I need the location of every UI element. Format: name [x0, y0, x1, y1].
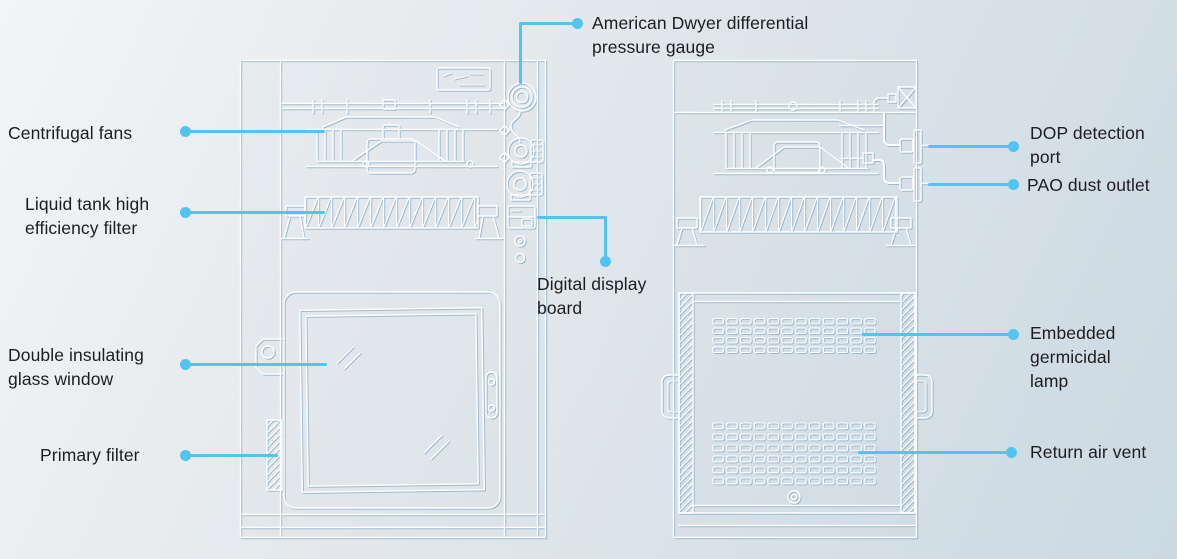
- fan-motor-1: [507, 137, 544, 168]
- callout-dot: [180, 206, 191, 218]
- right-machine-drawing: [661, 59, 933, 539]
- label-dop-detection-port: DOP detection port: [1030, 123, 1145, 167]
- pressure-gauge-drawing: [507, 82, 537, 112]
- instrument-column: [498, 82, 544, 264]
- fan-motor-2: [506, 170, 543, 201]
- label-double-glass-window: Double insulating glass window: [8, 345, 144, 389]
- left-machine-drawing: [239, 59, 547, 539]
- callout-dot: [180, 449, 191, 461]
- display-board-drawing: [507, 205, 536, 229]
- rear-hepa-filter: [671, 196, 917, 247]
- rear-fan-assembly: [713, 100, 879, 175]
- dop-port-drawing: [899, 129, 929, 164]
- rear-access-panel: [661, 292, 933, 514]
- glass-window-door: [255, 291, 501, 509]
- label-pressure-gauge: American Dwyer differential pressure gau…: [592, 13, 809, 57]
- germicidal-lamp-grille: [712, 317, 878, 355]
- callout-dot: [600, 256, 611, 267]
- callout-dot: [180, 358, 191, 370]
- label-return-air-vent: Return air vent: [1030, 442, 1147, 462]
- centrifugal-fan-assembly: [281, 99, 504, 174]
- panel-handle-right: [914, 374, 933, 419]
- pipe-valve: [887, 86, 917, 109]
- label-digital-display-board: Digital display board: [537, 274, 647, 318]
- callout-dot: [180, 125, 191, 137]
- door-hinge: [255, 338, 283, 375]
- label-pao-dust-outlet: PAO dust outlet: [1027, 175, 1150, 195]
- callout-dot: [572, 17, 583, 29]
- panel-handle-left: [661, 374, 680, 419]
- return-air-vent-grille: [712, 421, 878, 487]
- callout-dot: [1008, 140, 1019, 152]
- nameplate: [436, 67, 491, 91]
- callout-dot: [1006, 446, 1017, 458]
- label-embedded-germicidal-lamp: Embedded germicidal lamp: [1030, 323, 1116, 391]
- liquid-tank-hepa-filter: [279, 196, 504, 240]
- callout-dot: [1008, 328, 1019, 340]
- aerosol-piping: [839, 86, 929, 202]
- label-centrifugal-fans: Centrifugal fans: [8, 123, 133, 143]
- label-liquid-tank-filter: Liquid tank high efficiency filter: [25, 194, 150, 238]
- pao-outlet-drawing: [899, 167, 929, 202]
- callout-dot: [1008, 178, 1019, 190]
- door-handle: [485, 371, 498, 419]
- label-primary-filter: Primary filter: [40, 445, 140, 465]
